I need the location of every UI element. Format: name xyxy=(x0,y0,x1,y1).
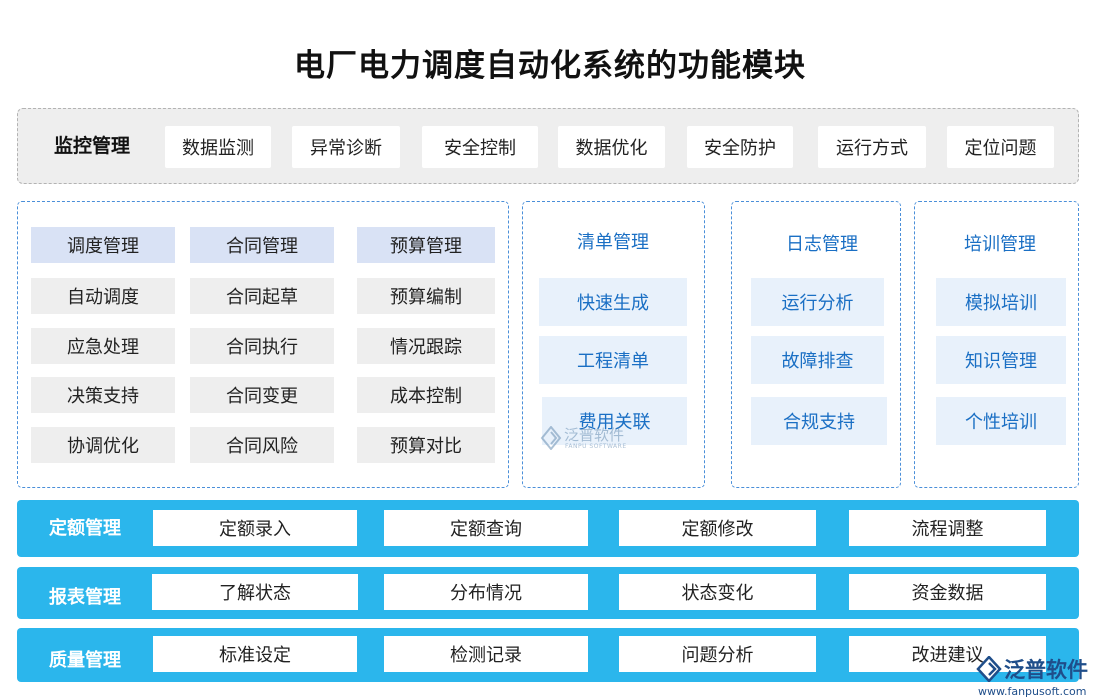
monitor-title: 监控管理 xyxy=(54,135,131,157)
column-item: 合同风险 xyxy=(190,427,334,463)
column-item: 合同变更 xyxy=(190,377,334,413)
monitor-item: 定位问题 xyxy=(947,126,1054,168)
log-item: 故障排查 xyxy=(751,336,884,384)
bar-title: 质量管理 xyxy=(49,650,121,671)
column-item: 预算对比 xyxy=(357,427,495,463)
bar-item: 定额录入 xyxy=(153,510,357,546)
training-panel-title: 培训管理 xyxy=(964,234,1036,255)
bar-item: 定额查询 xyxy=(384,510,588,546)
log-item: 运行分析 xyxy=(751,278,884,326)
fanpu-logo-icon xyxy=(540,426,562,450)
training-item: 个性培训 xyxy=(936,397,1066,445)
page-title: 电厂电力调度自动化系统的功能模块 xyxy=(294,48,806,84)
list-panel: 清单管理 快速生成 工程清单 费用关联 xyxy=(522,201,705,488)
column-item: 合同执行 xyxy=(190,328,334,364)
watermark-url: www.fanpusoft.com xyxy=(978,685,1087,698)
bar-item: 状态变化 xyxy=(619,574,816,610)
column-header: 合同管理 xyxy=(190,227,334,263)
bar-title: 定额管理 xyxy=(49,518,121,539)
bar-item: 检测记录 xyxy=(384,636,588,672)
quota-bar: 定额管理 定额录入 定额查询 定额修改 流程调整 xyxy=(17,500,1079,557)
monitor-item: 异常诊断 xyxy=(292,126,400,168)
training-item: 模拟培训 xyxy=(936,278,1066,326)
fanpu-logo-icon xyxy=(976,656,1002,682)
column-item: 决策支持 xyxy=(31,377,175,413)
log-panel-title: 日志管理 xyxy=(786,234,858,255)
column-item: 合同起草 xyxy=(190,278,334,314)
column-item: 协调优化 xyxy=(31,427,175,463)
monitor-panel: 监控管理 数据监测 异常诊断 安全控制 数据优化 安全防护 运行方式 定位问题 xyxy=(17,108,1079,184)
column-header: 调度管理 xyxy=(31,227,175,263)
bar-item: 定额修改 xyxy=(619,510,816,546)
watermark: 泛普软件 FANPU SOFTWARE xyxy=(540,424,632,454)
bar-item: 问题分析 xyxy=(619,636,816,672)
monitor-item: 数据优化 xyxy=(558,126,665,168)
monitor-item: 运行方式 xyxy=(818,126,926,168)
list-item: 快速生成 xyxy=(539,278,687,326)
column-item: 预算编制 xyxy=(357,278,495,314)
watermark-brand: 泛普软件 xyxy=(1004,658,1088,682)
monitor-item: 安全控制 xyxy=(422,126,538,168)
list-item: 工程清单 xyxy=(539,336,687,384)
column-item: 情况跟踪 xyxy=(357,328,495,364)
bar-item: 流程调整 xyxy=(849,510,1046,546)
bar-title: 报表管理 xyxy=(49,587,121,608)
report-bar: 报表管理 了解状态 分布情况 状态变化 资金数据 xyxy=(17,567,1079,619)
column-header: 预算管理 xyxy=(357,227,495,263)
quality-bar: 质量管理 标准设定 检测记录 问题分析 改进建议 xyxy=(17,628,1079,682)
bar-item: 改进建议 xyxy=(849,636,1046,672)
watermark-corner: 泛普软件 www.fanpusoft.com xyxy=(976,652,1100,700)
bar-item: 资金数据 xyxy=(849,574,1046,610)
bar-item: 了解状态 xyxy=(152,574,358,610)
column-item: 应急处理 xyxy=(31,328,175,364)
log-item: 合规支持 xyxy=(751,397,887,445)
log-panel: 日志管理 运行分析 故障排查 合规支持 xyxy=(731,201,901,488)
list-panel-title: 清单管理 xyxy=(577,232,649,253)
management-panel: 调度管理 自动调度 应急处理 决策支持 协调优化 合同管理 合同起草 合同执行 … xyxy=(17,201,509,488)
watermark-brand: 泛普软件 xyxy=(564,426,625,444)
column-item: 自动调度 xyxy=(31,278,175,314)
training-panel: 培训管理 模拟培训 知识管理 个性培训 xyxy=(914,201,1079,488)
monitor-item: 安全防护 xyxy=(687,126,793,168)
monitor-item: 数据监测 xyxy=(165,126,271,168)
bar-item: 分布情况 xyxy=(384,574,588,610)
bar-item: 标准设定 xyxy=(153,636,357,672)
list-item: 费用关联 xyxy=(542,397,687,445)
column-item: 成本控制 xyxy=(357,377,495,413)
watermark-sub: FANPU SOFTWARE xyxy=(565,443,627,450)
training-item: 知识管理 xyxy=(936,336,1066,384)
